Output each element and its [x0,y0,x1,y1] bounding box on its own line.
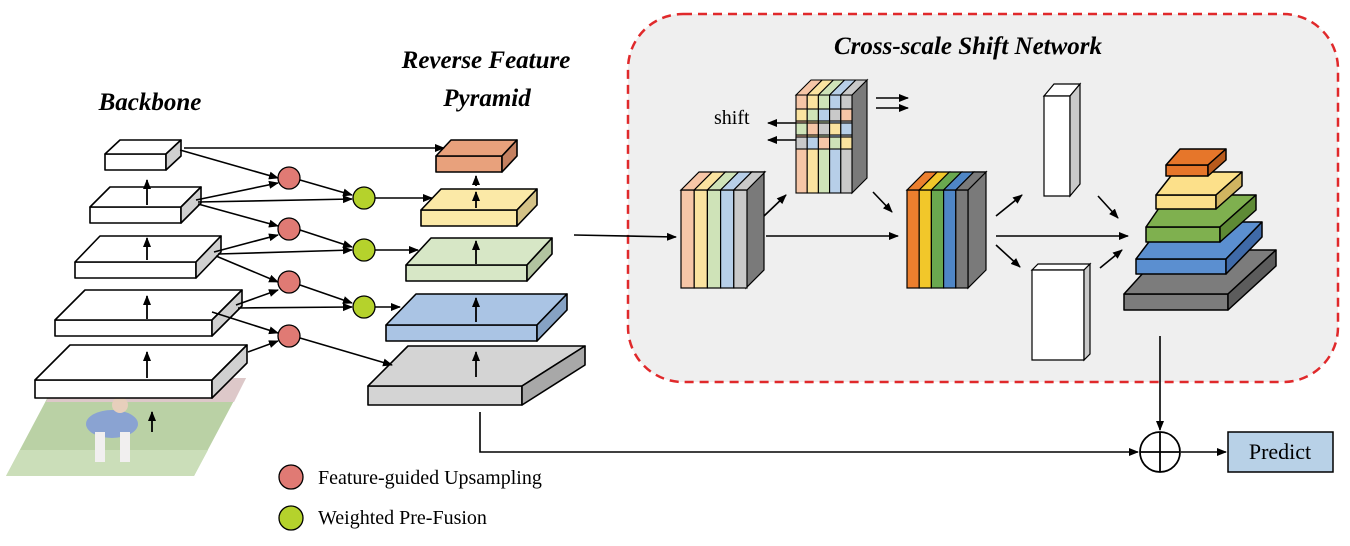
channel-stripe-top [732,171,767,191]
backbone-level-2 [54,289,243,337]
shifted-cell [817,108,831,122]
fusion-arrows [179,144,445,367]
upsampling-node [277,270,301,294]
upsampling-node [277,217,301,241]
csn-arrows [763,191,1129,269]
rfp-level-3 [405,237,553,282]
channel-stripe [918,189,933,289]
legend-prefusion-icon [278,505,304,531]
sum-icon [1139,431,1181,473]
legend-upsampling-label: Feature-guided Upsampling [318,467,542,489]
shifted-cell [795,122,808,136]
upsampling-node [277,324,301,348]
shifted-cell [817,122,831,136]
shifted-cell [829,108,842,122]
shifted-cell [840,122,853,136]
output-pyramid [1123,148,1277,311]
shifted-cell [840,108,853,122]
rfp-slabs [367,139,586,406]
channel-stripe [733,189,748,289]
csn-input-block [679,170,767,290]
shift-arrows [767,94,909,144]
shifted-cell [840,136,853,150]
prefusion-nodes [352,186,376,319]
rfp-level-5 [435,139,518,173]
fused-block [905,170,988,290]
rfp-title-line1: Reverse Feature [401,47,571,74]
shifted-cell [795,108,808,122]
backbone-level-3 [74,235,222,279]
channel-stripe [942,189,957,289]
channel-stripe-top [954,171,988,191]
predict-label: Predict [1249,439,1311,464]
prefusion-node [352,186,376,210]
shifted-cell [795,136,808,150]
shifted-cell [829,122,842,136]
rfp-level-4 [420,188,538,227]
shift-label: shift [714,107,750,129]
upsampling-node [277,166,301,190]
shifted-cell [806,136,819,150]
channel-stripe [955,189,969,289]
output-paths [479,336,1227,456]
shifted-cell [817,136,831,150]
predict-box [1227,431,1334,473]
backbone-level-4 [89,186,202,224]
shifted-cell [806,122,819,136]
rfp-to-csn-arrow [573,232,677,241]
backbone-title: Backbone [98,89,202,116]
channel-stripe [719,189,735,289]
backbone-slabs [34,139,248,399]
upsampling-nodes [277,166,301,348]
backbone-up-arrows [143,179,156,432]
rfp-level-2 [385,293,568,342]
channel-stripe [706,189,722,289]
legend-prefusion-label: Weighted Pre-Fusion [318,507,487,529]
backbone-level-5 [104,139,182,171]
prefusion-node [352,295,376,319]
shift-stripe-top [839,79,869,96]
shifted-cell [829,136,842,150]
prefusion-node [352,238,376,262]
legend-upsampling-icon [278,464,304,490]
channel-stripe [693,189,709,289]
legend: Feature-guided Upsampling Weighted Pre-F… [278,464,542,531]
shift-block [794,78,869,195]
weight-vectors [1030,82,1092,362]
backbone-level-1 [34,344,248,399]
channel-stripe [930,189,945,289]
channel-stripe [906,189,920,289]
channel-stripe [680,189,695,289]
csn-title: Cross-scale Shift Network [834,33,1103,60]
shifted-cell [806,108,819,122]
rfp-title-line2: Pyramid [442,85,531,112]
